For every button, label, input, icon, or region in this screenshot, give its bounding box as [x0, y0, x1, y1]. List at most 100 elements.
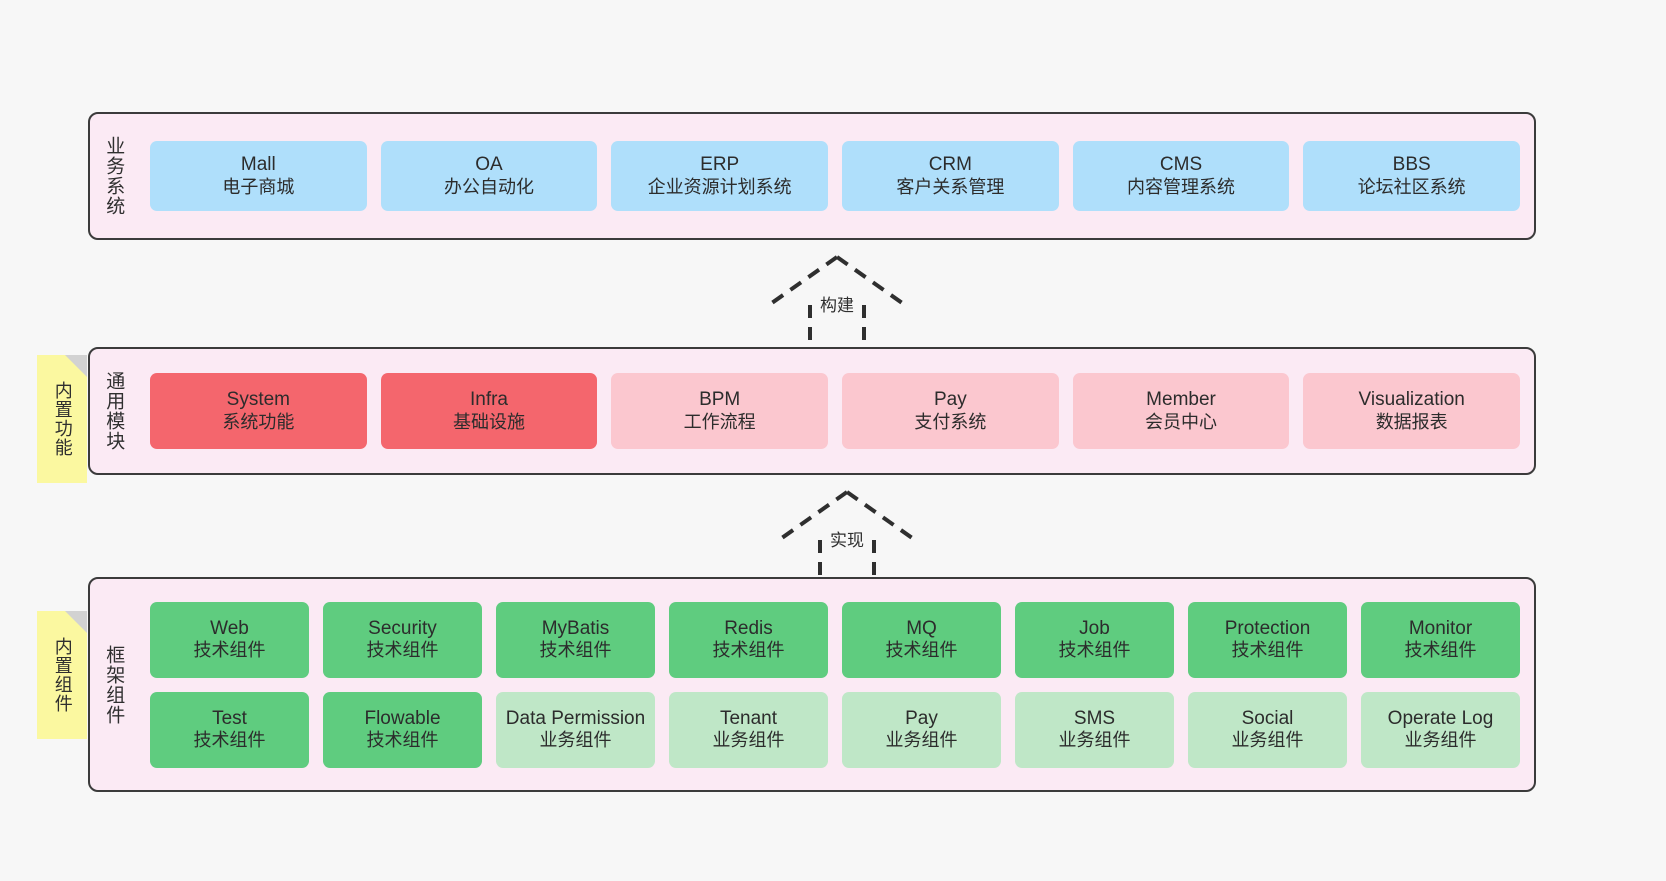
module-card-cn-label: 技术组件 — [885, 640, 958, 661]
layer-body-common-module: System 系统功能 Infra 基础设施 BPM 工作流程 Pay 支付系统… — [136, 349, 1534, 473]
module-card-en-label: Monitor — [1408, 617, 1473, 639]
module-card-cn-label: 论坛社区系统 — [1357, 176, 1466, 197]
card-row: Web 技术组件 Security 技术组件 MyBatis 技术组件 Redi… — [150, 601, 1520, 678]
module-card-cn-label: 内容管理系统 — [1127, 176, 1236, 197]
module-card-erp[interactable]: ERP 企业资源计划系统 — [611, 141, 829, 211]
sticky-note-builtin-function: 内置功能 — [37, 355, 87, 483]
module-card-cn-label: 工作流程 — [683, 411, 756, 432]
module-card-cn-label: 基础设施 — [453, 411, 525, 432]
module-card-en-label: CMS — [1159, 154, 1203, 176]
layer-common-module: 通用模块 System 系统功能 Infra 基础设施 BPM 工作流程 Pay… — [88, 347, 1536, 475]
module-card-en-label: Social — [1241, 707, 1294, 729]
module-card-en-label: Visualization — [1358, 389, 1465, 411]
module-card-cn-label: 业务组件 — [539, 730, 612, 751]
module-card-en-label: OA — [475, 154, 503, 176]
layer-body-framework-component: Web 技术组件 Security 技术组件 MyBatis 技术组件 Redi… — [136, 579, 1534, 790]
module-card-crm[interactable]: CRM 客户关系管理 — [842, 141, 1059, 211]
module-card-cn-label: 业务组件 — [712, 730, 785, 751]
module-card-cn-label: 业务组件 — [1404, 730, 1477, 751]
card-row: Test 技术组件 Flowable 技术组件 Data Permission … — [150, 691, 1520, 768]
module-card-cn-label: 技术组件 — [366, 730, 439, 751]
module-card-web[interactable]: Web 技术组件 — [150, 601, 309, 678]
module-card-social[interactable]: Social 业务组件 — [1188, 691, 1347, 768]
layer-business-system: 业务系统 Mall 电子商城 OA 办公自动化 ERP 企业资源计划系统 CRM… — [88, 112, 1536, 240]
module-card-system[interactable]: System 系统功能 — [150, 373, 367, 449]
card-row: System 系统功能 Infra 基础设施 BPM 工作流程 Pay 支付系统… — [150, 373, 1521, 449]
module-card-cn-label: 技术组件 — [193, 640, 266, 661]
module-card-tenant[interactable]: Tenant 业务组件 — [669, 691, 828, 768]
module-card-cn-label: 客户关系管理 — [896, 176, 1005, 197]
module-card-cn-label: 技术组件 — [1231, 640, 1304, 661]
module-card-cn-label: 会员中心 — [1145, 411, 1218, 432]
module-card-security[interactable]: Security 技术组件 — [323, 601, 482, 678]
module-card-data-permission[interactable]: Data Permission 业务组件 — [496, 691, 655, 768]
module-card-en-label: SMS — [1073, 707, 1116, 729]
module-card-en-label: Redis — [724, 617, 773, 639]
module-card-protection[interactable]: Protection 技术组件 — [1188, 601, 1347, 678]
module-card-cms[interactable]: CMS 内容管理系统 — [1072, 141, 1290, 211]
module-card-visualization[interactable]: Visualization 数据报表 — [1303, 373, 1521, 449]
module-card-en-label: Web — [210, 617, 249, 639]
module-card-en-label: BBS — [1392, 154, 1431, 176]
module-card-pay[interactable]: Pay 支付系统 — [842, 373, 1059, 449]
module-card-cn-label: 技术组件 — [539, 640, 612, 661]
module-card-en-label: Job — [1079, 617, 1110, 639]
module-card-cn-label: 技术组件 — [193, 730, 266, 751]
module-card-cn-label: 业务组件 — [885, 730, 958, 751]
sticky-note-builtin-component: 内置组件 — [37, 611, 87, 739]
layer-title-common-module: 通用模块 — [103, 371, 125, 451]
module-card-cn-label: 电子商城 — [222, 176, 295, 197]
module-card-en-label: System — [226, 389, 291, 411]
module-card-job[interactable]: Job 技术组件 — [1015, 601, 1174, 678]
module-card-cn-label: 业务组件 — [1231, 730, 1304, 751]
module-card-cn-label: 技术组件 — [1404, 640, 1477, 661]
module-card-infra[interactable]: Infra 基础设施 — [380, 373, 598, 449]
module-card-mybatis[interactable]: MyBatis 技术组件 — [496, 601, 655, 678]
module-card-en-label: ERP — [700, 154, 740, 176]
module-card-redis[interactable]: Redis 技术组件 — [669, 601, 828, 678]
module-card-mq[interactable]: MQ 技术组件 — [842, 601, 1001, 678]
connector-build-label: 构建 — [820, 296, 854, 315]
module-card-cn-label: 技术组件 — [366, 640, 439, 661]
module-card-en-label: Mall — [240, 154, 276, 176]
layer-body-business-system: Mall 电子商城 OA 办公自动化 ERP 企业资源计划系统 CRM 客户关系… — [136, 114, 1534, 238]
module-card-test[interactable]: Test 技术组件 — [150, 691, 309, 768]
module-card-cn-label: 系统功能 — [222, 411, 295, 432]
module-card-cn-label: 企业资源计划系统 — [647, 176, 792, 197]
module-card-en-label: MyBatis — [541, 617, 610, 639]
module-card-bpm[interactable]: BPM 工作流程 — [611, 373, 829, 449]
connector-realize-label: 实现 — [830, 531, 864, 550]
layer-title-framework-component: 框架组件 — [103, 644, 125, 725]
module-card-member[interactable]: Member 会员中心 — [1072, 373, 1290, 449]
module-card-mall[interactable]: Mall 电子商城 — [150, 141, 367, 211]
module-card-cn-label: 数据报表 — [1375, 411, 1448, 432]
module-card-en-label: Protection — [1224, 617, 1311, 639]
module-card-operate-log[interactable]: Operate Log 业务组件 — [1361, 691, 1520, 768]
connector-realize: 实现 — [772, 488, 922, 588]
module-card-bbs[interactable]: BBS 论坛社区系统 — [1303, 141, 1521, 211]
module-card-sms[interactable]: SMS 业务组件 — [1015, 691, 1174, 768]
module-card-en-label: Pay — [905, 707, 938, 729]
module-card-en-label: Tenant — [719, 707, 778, 729]
module-card-cn-label: 支付系统 — [914, 411, 987, 432]
module-card-en-label: Flowable — [364, 707, 441, 729]
layer-title-business-system: 业务系统 — [103, 136, 125, 216]
module-card-en-label: Operate Log — [1387, 707, 1494, 729]
module-card-en-label: Member — [1146, 389, 1216, 411]
module-card-cn-label: 技术组件 — [712, 640, 785, 661]
connector-build: 构建 — [762, 253, 912, 353]
module-card-en-label: BPM — [699, 389, 741, 411]
module-card-cn-label: 业务组件 — [1058, 730, 1131, 751]
card-row: Mall 电子商城 OA 办公自动化 ERP 企业资源计划系统 CRM 客户关系… — [150, 141, 1521, 211]
module-card-monitor[interactable]: Monitor 技术组件 — [1361, 601, 1520, 678]
module-card-en-label: Infra — [469, 389, 509, 411]
module-card-cn-label: 技术组件 — [1058, 640, 1131, 661]
module-card-en-label: CRM — [928, 154, 972, 176]
module-card-flowable[interactable]: Flowable 技术组件 — [323, 691, 482, 768]
module-card-oa[interactable]: OA 办公自动化 — [380, 141, 598, 211]
layer-framework-component: 框架组件 Web 技术组件 Security 技术组件 MyBatis 技术组件… — [88, 577, 1536, 792]
module-card-pay-business[interactable]: Pay 业务组件 — [842, 691, 1001, 768]
module-card-en-label: Test — [212, 707, 247, 729]
module-card-en-label: Data Permission — [505, 707, 646, 729]
